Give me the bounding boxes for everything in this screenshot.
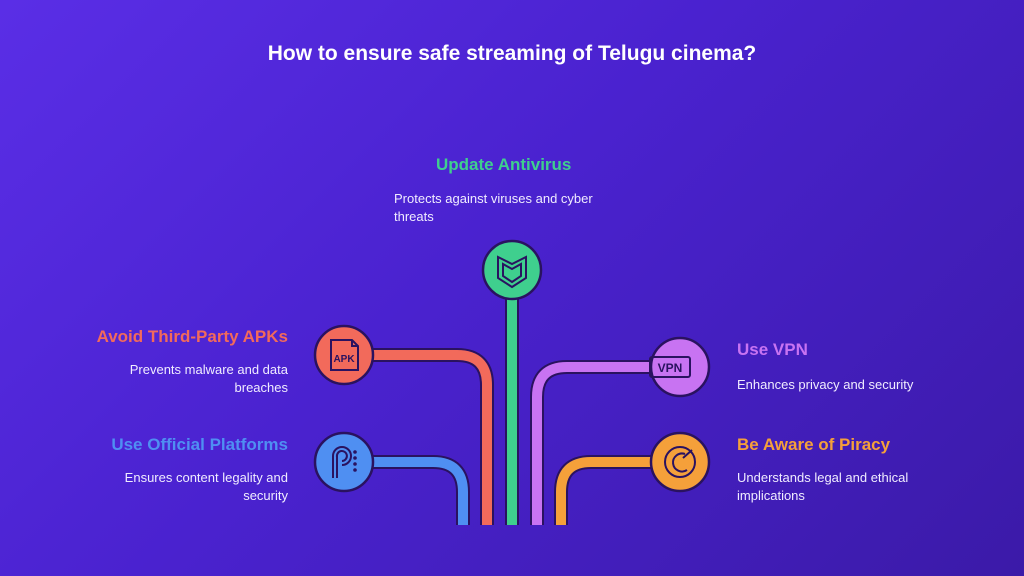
official-node (313, 431, 375, 493)
apk-icon-label: APK (333, 354, 355, 365)
apk-heading: Avoid Third-Party APKs (96, 327, 288, 346)
antivirus-heading: Update Antivirus (436, 155, 572, 174)
page-title: How to ensure safe streaming of Telugu c… (267, 42, 757, 65)
connector-vpn (532, 362, 680, 525)
piracy-icon (664, 446, 696, 478)
vpn-icon (649, 356, 691, 378)
piracy-node (649, 431, 711, 493)
vpn-icon-label: VPN (658, 361, 683, 375)
vpn-heading: Use VPN (737, 340, 808, 359)
apk-description: Prevents malware and data breaches (129, 362, 288, 395)
shield-icon (497, 255, 527, 289)
official-description: Ensures content legality and security (124, 470, 288, 503)
piracy-heading: Be Aware of Piracy (737, 435, 891, 454)
vpn-description: Enhances privacy and security (737, 377, 914, 392)
connector-apk (344, 350, 492, 525)
connector-piracy (556, 457, 680, 525)
connector-official (344, 457, 468, 525)
platform-icon (332, 446, 352, 478)
antivirus-description: Protects against viruses and cyber threa… (394, 191, 593, 224)
piracy-description: Understands legal and ethical implicatio… (737, 470, 909, 503)
official-heading: Use Official Platforms (111, 435, 288, 454)
apk-file-icon (330, 339, 359, 371)
